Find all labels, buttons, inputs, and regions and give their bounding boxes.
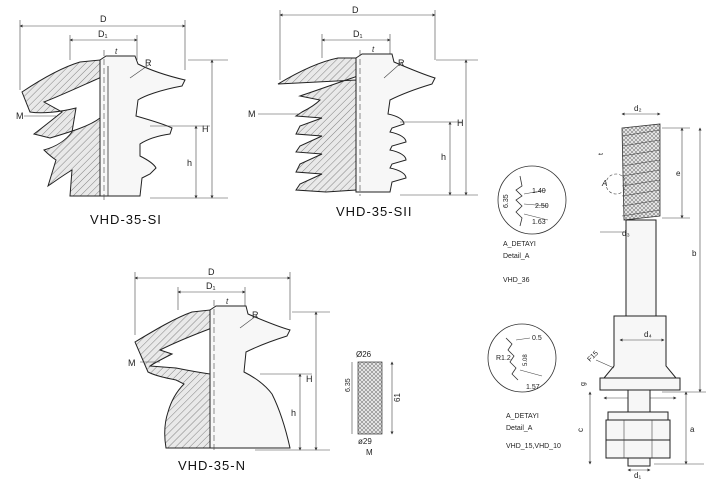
thread-bottom-dia: ø29 (358, 437, 372, 446)
detail-a-marker (605, 173, 627, 195)
detail-caption: Detail_A (506, 425, 533, 432)
dim-h-lower-label: h (187, 158, 192, 168)
detail-dim: 2.50 (535, 203, 549, 210)
dim-t-label: t (226, 297, 229, 306)
dim-h-lower-label: h (291, 408, 296, 418)
dim-m-label: M (16, 111, 24, 121)
dim-t-label: t (115, 47, 118, 56)
detail-caption: VHD_36 (503, 277, 530, 284)
detail-caption: Detail_A (503, 253, 530, 260)
insulator-body (209, 305, 291, 449)
thread-pitch: 6.35 (345, 378, 352, 392)
dim-d1-label: D₁ (98, 29, 108, 39)
thread-detail: Ø26 6.35 61 ø29 M (345, 350, 402, 457)
pin-drawing: A t d₂ e d₃ b d₄ F15 g d₅ (576, 104, 706, 479)
detail-circle (487, 323, 557, 393)
thread-section (357, 361, 383, 435)
pin-dim-e: e (676, 169, 681, 178)
pin-dim-a: A (601, 179, 607, 188)
dim-d-label: D (100, 14, 107, 24)
pin-dim-d1: d₁ (634, 471, 641, 479)
detail-caption: VHD_15,VHD_10 (506, 443, 561, 450)
pin-dim-d4: d₄ (644, 330, 652, 339)
detail-circle (497, 165, 567, 235)
pin-dim-f: F15 (586, 350, 600, 364)
insulator-body (99, 55, 186, 197)
dim-d-label: D (352, 5, 359, 15)
detail-a-vhd15: 0.5 R1.2 5.08 1.57 A_DETAYI Detail_A VHD… (487, 323, 561, 450)
drawing-vhd35-sii: D D₁ t R H h M VHD-35-SII (248, 5, 478, 219)
detail-dim: 6.35 (503, 194, 510, 208)
dim-h-upper-label: H (202, 124, 209, 134)
thread-length: 61 (393, 393, 402, 402)
pin-dim-d3: d₃ (622, 229, 630, 238)
detail-caption: A_DETAYI (506, 413, 539, 420)
dim-r-label: R (398, 58, 405, 68)
dim-d1-label: D₁ (206, 281, 216, 291)
detail-dim: 5.08 (523, 354, 529, 366)
nut-lower (605, 439, 671, 459)
insulator-section (134, 309, 213, 449)
pin-collar (602, 315, 678, 379)
pin-dim-t: t (598, 153, 605, 155)
pin-shank (625, 219, 657, 317)
pin-dim-c: c (576, 428, 585, 432)
detail-dim: 0.5 (532, 335, 542, 342)
nut-upper (605, 419, 671, 441)
thread-top-dia: Ø26 (356, 350, 372, 359)
dim-r-label: R (145, 58, 152, 68)
pin-dim-a-length: a (690, 425, 695, 434)
pin-dim-d2: d₂ (634, 104, 642, 113)
detail-dim: 1.57 (526, 384, 540, 391)
thread-m: M (366, 448, 373, 457)
detail-dim: R1.2 (496, 355, 511, 362)
detail-dim: 1.63 (532, 219, 546, 226)
drawing-vhd35-n: D D₁ t R H h M VHD-35-N (128, 267, 330, 473)
pin-thread (621, 123, 661, 221)
drawing-title: VHD-35-SII (336, 204, 412, 219)
drawing-title: VHD-35-N (178, 458, 246, 473)
drawing-vhd35-si: D D₁ t R H h M VHD-35-SI (16, 14, 228, 227)
dim-d1-label: D₁ (353, 29, 363, 39)
dim-t-label: t (372, 45, 375, 54)
dim-d-label: D (208, 267, 215, 277)
dim-m-label: M (128, 358, 136, 368)
dim-h-lower-label: h (441, 152, 446, 162)
detail-caption: A_DETAYI (503, 241, 536, 248)
dim-h-upper-label: H (306, 374, 313, 384)
dim-m-label: M (248, 109, 256, 119)
washer (607, 411, 669, 421)
insulator-body (355, 53, 436, 193)
detail-dim: 1.40 (532, 188, 546, 195)
dim-r-label: R (252, 310, 259, 320)
pin-dim-b: b (692, 249, 697, 258)
drawing-title: VHD-35-SI (90, 212, 162, 227)
insulator-section (21, 59, 105, 197)
insulator-section (277, 57, 359, 193)
pin-dim-g: g (580, 382, 587, 386)
detail-a-vhd36: 6.35 1.40 2.50 1.63 A_DETAYI Detail_A VH… (497, 165, 567, 284)
dim-h-upper-label: H (457, 118, 464, 128)
